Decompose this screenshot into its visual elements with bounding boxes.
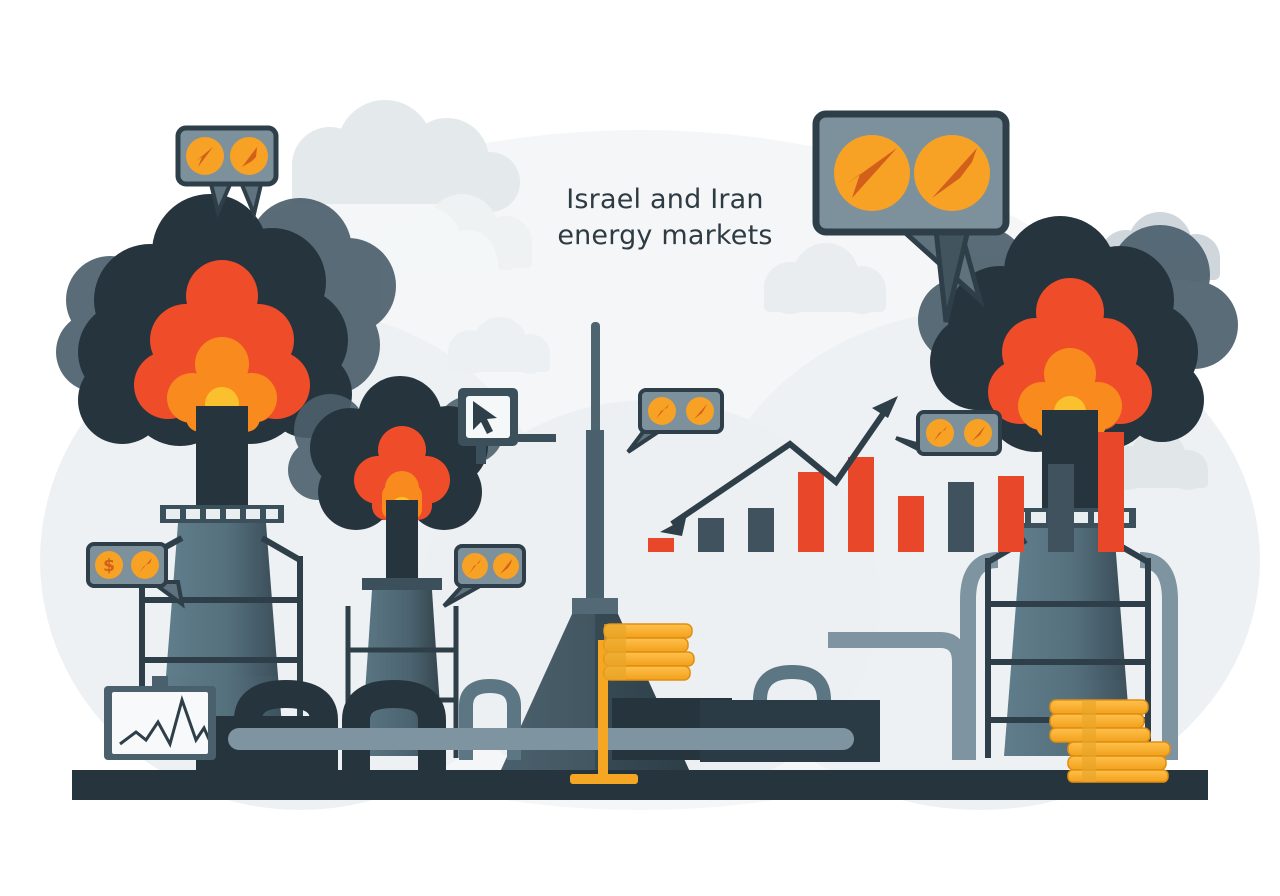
bar-chart-bar [1048,464,1074,552]
compass-arrow-icon [686,397,714,425]
callout-chart-left[interactable] [626,388,724,454]
svg-text:$: $ [103,556,115,576]
trend-arrow-head-start [660,518,686,536]
monitor-line-chart [119,694,208,748]
monitor-panel[interactable] [104,676,216,760]
cursor-panel[interactable] [458,388,556,464]
flag-coin-stack [570,623,695,784]
callout-icon-row [186,137,268,175]
callout-middle[interactable] [442,544,526,608]
bar-chart-bar [648,538,674,552]
compass-arrow-icon [964,419,992,447]
cursor-arrow-icon [473,401,497,434]
callout-left-top[interactable] [175,125,279,221]
bar-chart-bar [698,518,724,552]
bar-chart-bar [798,472,824,552]
callout-chart-right[interactable] [895,410,1002,456]
bar-chart-bar [898,496,924,552]
compass-arrow-icon [914,135,990,211]
compass-arrow-icon [230,137,268,175]
compass-arrow-icon [493,553,519,579]
cloud-4 [448,317,550,374]
compass-arrow-icon [131,551,159,579]
bar-chart-bar [848,457,874,552]
bar-chart-bar [1098,432,1124,552]
trend-arrow-head-end [872,396,898,418]
right-coin-stack [1049,699,1171,783]
callout-right-large[interactable] [812,110,1010,323]
left-smoke-plume [56,194,396,446]
bar-chart-bar [948,482,974,552]
cloud-1 [292,100,520,212]
bar-chart [648,396,1124,552]
bar-chart-bar [998,476,1024,552]
dollar-sign-icon [95,551,123,579]
cloud-3 [764,243,886,314]
bar-chart-bar [748,508,774,552]
callout-left-lower[interactable]: $ [86,542,185,609]
trend-arrow [670,402,893,527]
